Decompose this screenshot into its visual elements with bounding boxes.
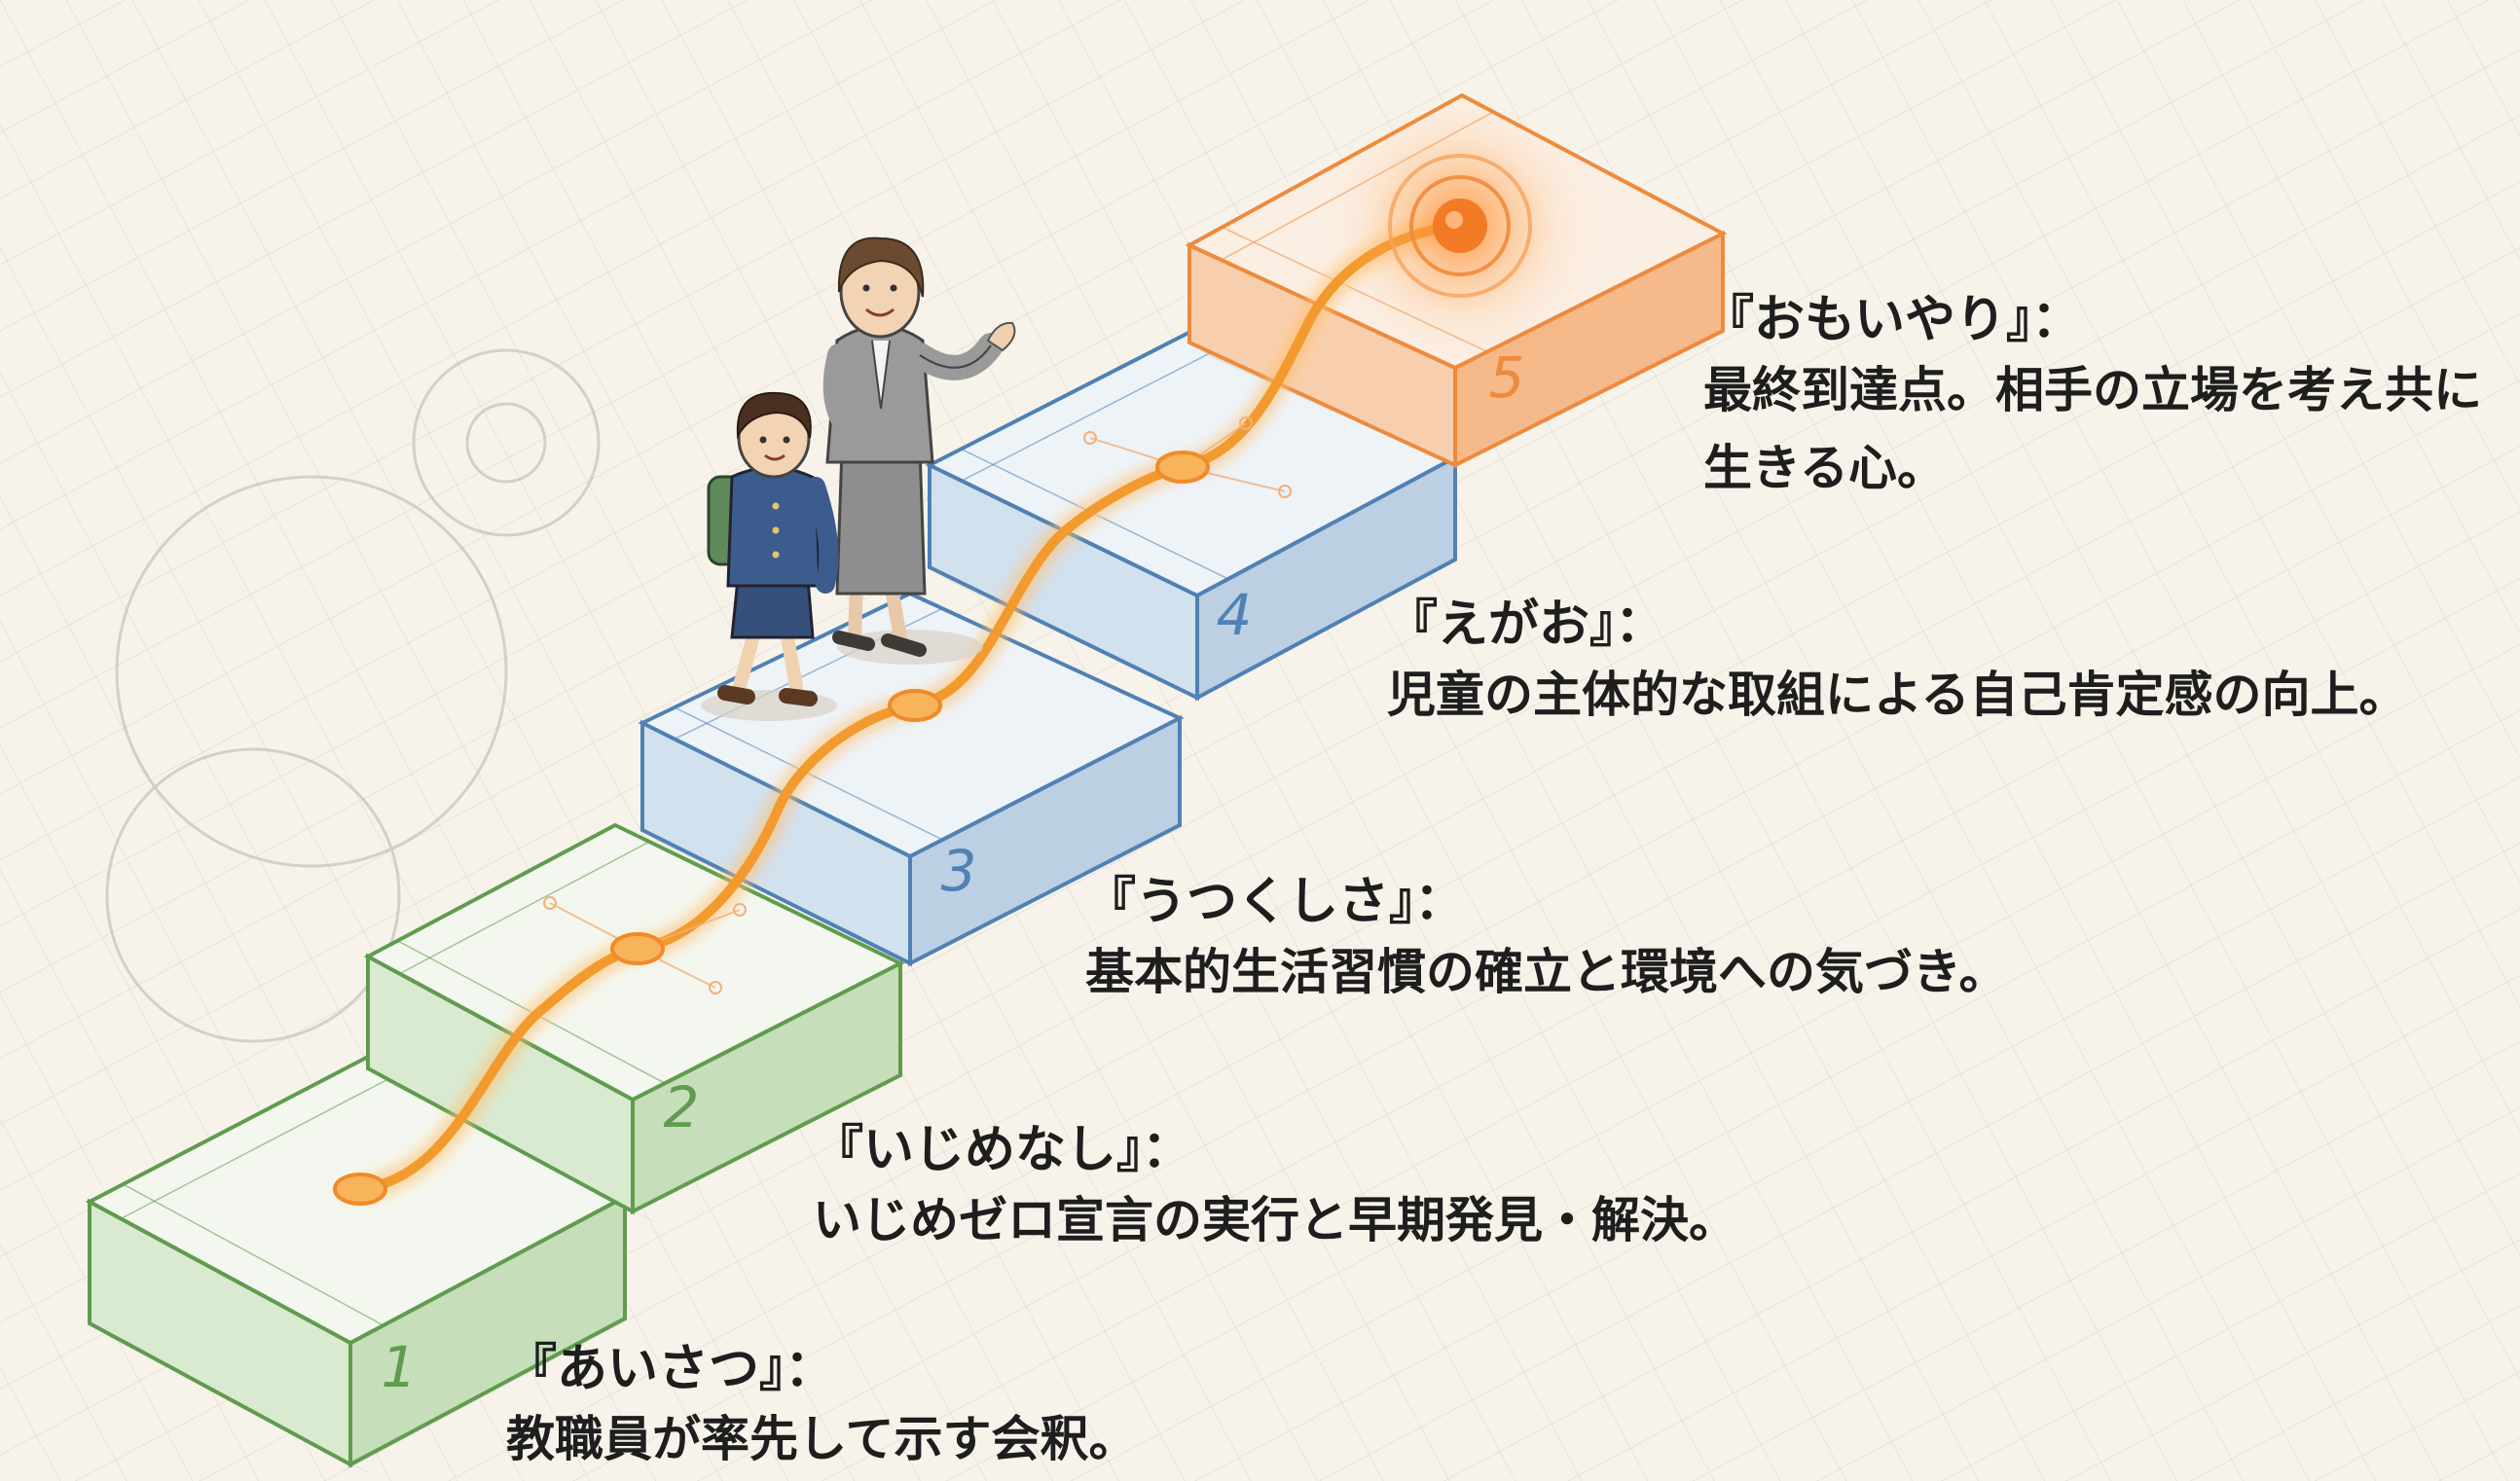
step-caption-5: 『おもいやり』： 最終到達点。相手の立場を考え共に生きる心。 (1703, 289, 2482, 507)
teacher-figure (822, 236, 1016, 665)
step-description-5: 最終到達点。相手の立場を考え共に生きる心。 (1703, 362, 2482, 496)
path-nodes (333, 416, 1292, 1206)
step-number-label-5: 5 (1489, 344, 1525, 411)
path-node (888, 689, 942, 722)
step-description-4: 児童の主体的な取組による自己肯定感の向上。 (1387, 667, 2408, 723)
step-caption-4: 『えがお』： 児童の主体的な取組による自己肯定感の向上。 (1387, 594, 2467, 734)
step-caption-1: 『あいさつ』： 教職員が率先して示す会釈。 (506, 1338, 1577, 1478)
step-number-label-1: 1 (382, 1334, 418, 1400)
step-description-2: いじめゼロ宣言の実行と早期発見・解決。 (813, 1192, 1737, 1248)
goal-target-icon (1353, 119, 1567, 333)
step-title-5: 『おもいやり』： (1703, 291, 2082, 349)
step-number-label-4: 4 (1217, 582, 1253, 648)
step-block-top-face (638, 591, 1185, 859)
path-node (333, 1173, 387, 1206)
step-caption-3: 『うつくしさ』： 基本的生活習慣の確立と環境への気づき。 (1085, 871, 2448, 1011)
step-description-3: 基本的生活習慣の確立と環境への気づき。 (1085, 944, 2008, 1000)
path-node (1155, 451, 1210, 484)
background-sketch-circles (105, 348, 601, 1043)
student-figure (701, 391, 839, 721)
path-node (610, 932, 665, 965)
step-title-2: 『いじめなし』： (813, 1121, 1193, 1179)
step-number-label-3: 3 (941, 838, 977, 904)
step-title-3: 『うつくしさ』： (1085, 873, 1466, 931)
step-title-4: 『えがお』： (1387, 596, 1666, 654)
step-title-1: 『あいさつ』： (506, 1340, 836, 1398)
step-number-label-2: 2 (664, 1074, 700, 1140)
step-description-1: 教職員が率先して示す会釈。 (506, 1411, 1138, 1467)
step-caption-2: 『いじめなし』： いじめゼロ宣言の実行と早期発見・解決。 (813, 1119, 2273, 1259)
